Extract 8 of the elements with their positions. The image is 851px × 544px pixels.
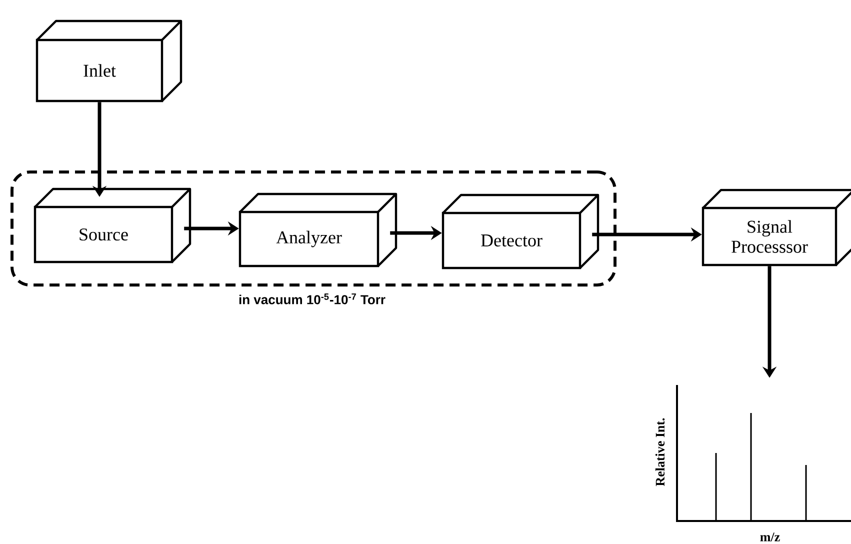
box: Source [34, 188, 192, 264]
region-label: in vacuum 10$^{-5}$-10$^{-7}$ Torr [239, 294, 386, 304]
box: Detector [442, 194, 600, 270]
box: Signal Processsor [702, 188, 851, 266]
spectrum-drawing [676, 385, 851, 522]
dashed-region [10, 170, 616, 286]
box: Inlet [36, 20, 182, 102]
box: Analyzer [238, 192, 398, 268]
